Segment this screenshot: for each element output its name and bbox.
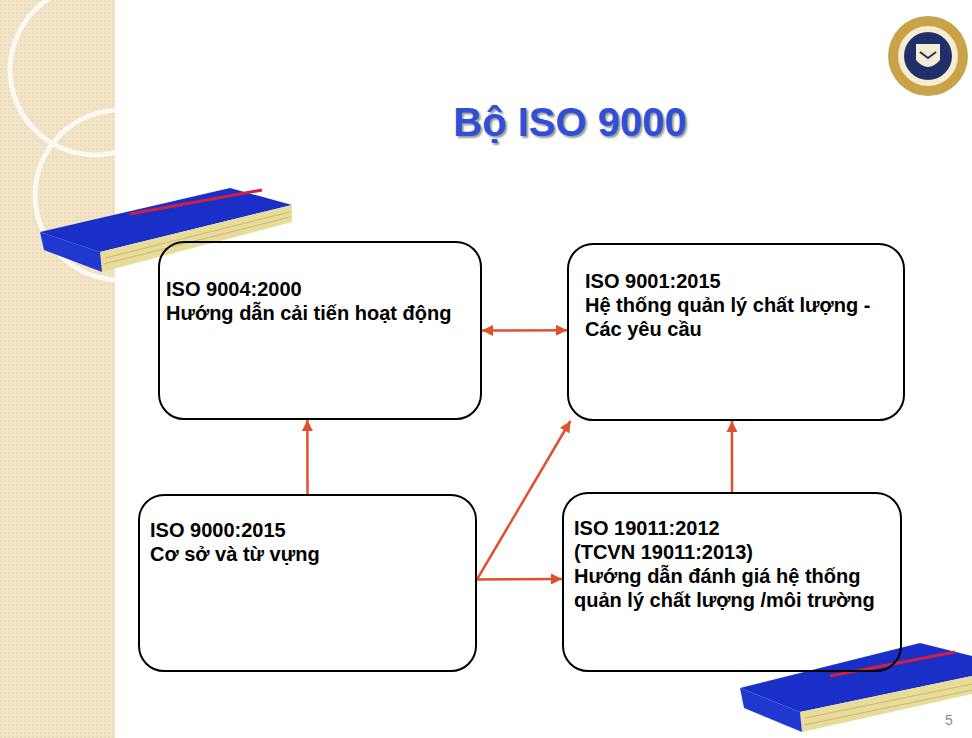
standard-box: ISO 9004:2000Hướng dẫn cải tiến hoạt độn… [158,241,482,420]
standard-code: ISO 19011:2012 [574,516,890,540]
book-top [40,188,292,272]
standard-title: Hướng dẫn cải tiến hoạt động [166,301,470,325]
standard-title: Cơ sở và từ vựng [150,542,465,566]
relation-arrow [477,578,562,581]
standard-code: ISO 9004:2000 [166,277,470,301]
standard-title: Hệ thống quản lý chất lượng - Các yêu cầ… [585,293,893,341]
standard-box: ISO 9001:2015Hệ thống quản lý chất lượng… [567,243,905,421]
relation-arrow [477,421,570,579]
relation-arrow [482,329,567,332]
standard-title: (TCVN 19011:2013) [574,540,890,564]
logo [888,16,968,96]
book-bottom [740,643,972,732]
standard-box: ISO 9000:2015Cơ sở và từ vựng [138,494,477,672]
standard-code: ISO 9001:2015 [585,269,893,293]
slide-title: Bộ ISO 9000 [380,100,760,145]
standard-title: Hướng dẫn đánh giá hệ thống quản lý chất… [574,564,890,612]
relation-arrow [306,420,309,494]
standard-box: ISO 19011:2012(TCVN 19011:2013)Hướng dẫn… [562,492,902,672]
page-number: 5 [945,712,953,728]
relation-arrow [731,421,734,492]
standard-code: ISO 9000:2015 [150,518,465,542]
